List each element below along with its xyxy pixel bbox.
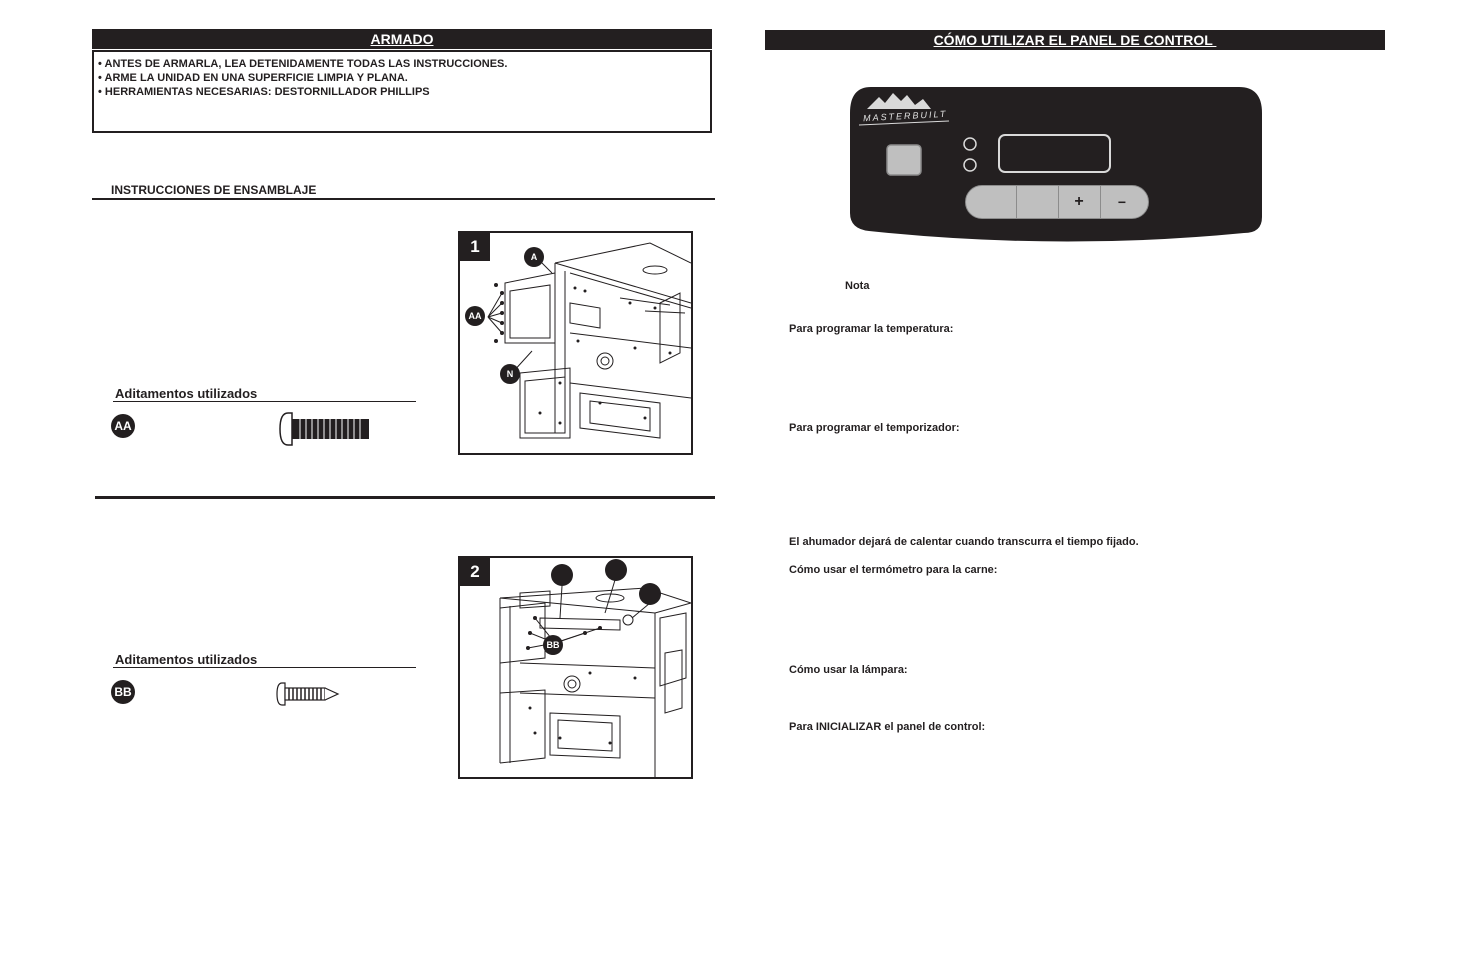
step-2-figure: 2 BB [458,556,693,779]
hardware-badge-aa: AA [111,414,135,438]
heading-smoker-stop: El ahumador dejará de calentar cuando tr… [789,536,1139,548]
step-1-figure: 1 A AA N [458,231,693,455]
section-rule [92,198,715,200]
panel-minus-button[interactable]: − [1117,194,1127,210]
machine-screw-icon [279,412,369,446]
callout-a: A [524,247,544,267]
hardware-heading: Aditamentos utilizados [115,386,258,401]
armado-header: ARMADO [92,29,712,49]
step-divider [95,496,715,499]
warning-line: • ARME LA UNIDAD EN UNA SUPERFICIE LIMPI… [98,72,408,84]
heading-lamp: Cómo usar la lámpara: [789,664,908,676]
hardware-rule [113,667,416,668]
callout-n: N [500,364,520,384]
panel-button-row: + − [965,185,1149,219]
smoker-top-assembly-drawing [499,559,691,777]
assembly-section-title: INSTRUCCIONES DE ENSAMBLAJE [111,183,317,197]
control-panel-body [850,87,1262,242]
step-number-2: 2 [460,558,490,586]
panel-button-left[interactable] [966,186,1017,218]
panel-button-middle[interactable] [1016,186,1059,218]
control-panel-header: CÓMO UTILIZAR EL PANEL DE CONTROL [765,30,1385,50]
warning-line: • HERRAMIENTAS NECESARIAS: DESTORNILLADO… [98,86,430,98]
warning-line: • ANTES DE ARMARLA, LEA DETENIDAMENTE TO… [98,58,508,70]
hardware-badge-bb: BB [111,680,135,704]
smoker-side-assembly-drawing [487,242,691,439]
callout-bb: BB [543,635,563,655]
callout-aa: AA [465,306,485,326]
panel-plus-button[interactable]: + [1058,186,1101,218]
wood-screw-icon [276,682,340,706]
step-number-1: 1 [460,233,490,261]
hardware-heading: Aditamentos utilizados [115,652,258,667]
heading-timer: Para programar el temporizador: [789,422,960,434]
hardware-rule [113,401,416,402]
note-label: Nota [845,280,870,292]
warning-box: • ANTES DE ARMARLA, LEA DETENIDAMENTE TO… [92,50,712,133]
heading-reset: Para INICIALIZAR el panel de control: [789,721,986,733]
heading-thermometer: Cómo usar el termómetro para la carne: [789,564,998,576]
heading-temperature: Para programar la temperatura: [789,323,954,335]
control-panel: MASTERBUILT + − [849,85,1263,243]
